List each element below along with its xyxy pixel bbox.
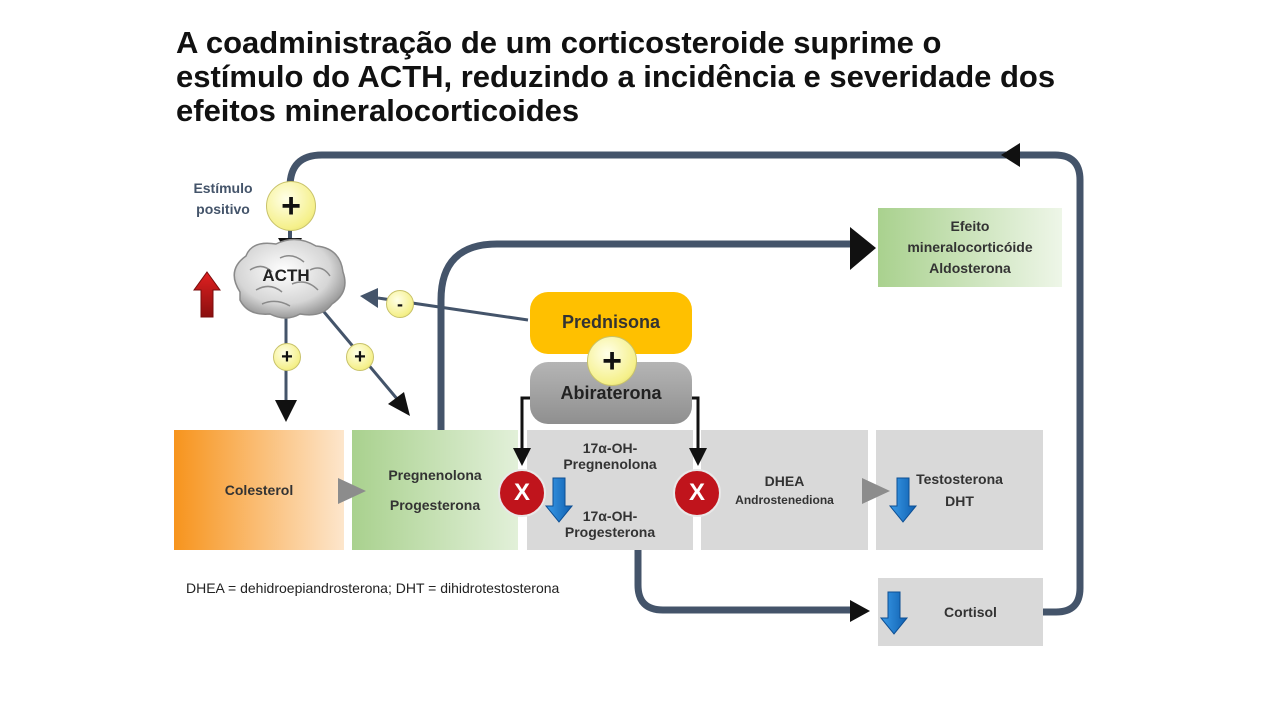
colesterol-box (174, 430, 344, 550)
testosterona-label: Testosterona DHT (876, 430, 1043, 550)
cortisol-label: Cortisol (878, 578, 1043, 646)
pregnenolona-plus-sign: + (346, 343, 374, 371)
efeito-line-3: Aldosterona (929, 260, 1011, 276)
feedback-arrowhead (1001, 143, 1020, 167)
dht-text: DHT (945, 493, 974, 509)
title-line-3: efeitos mineralocorticoides (176, 93, 580, 128)
decrease-arrow-icon-2 (888, 477, 918, 523)
efeito-label: Efeito mineralocorticóide Aldosterona (878, 208, 1062, 287)
blocker-x-1: X (498, 469, 546, 517)
oh-pregnenolona-line-1: 17α-OH- (582, 440, 638, 456)
brain-to-pregnenolona-arrowhead (388, 392, 410, 416)
feedback-loop-line (286, 151, 1084, 616)
cortisol-box (878, 578, 1043, 646)
dhea-text: DHEA (764, 473, 805, 489)
oh-progesterona-line-1: 17α-OH- (582, 508, 638, 524)
abiraterona-right-arrowhead (689, 448, 707, 466)
drug-combination-plus-sign: + (587, 336, 637, 386)
testosterona-text: Testosterona (916, 471, 1003, 487)
dhea-label: DHEA Androstenediona (701, 430, 868, 550)
pregnenolona-label: Pregnenolona Progesterona (352, 430, 518, 550)
cortisol-loop-line (634, 550, 852, 614)
page-title: A coadministração de um corticosteroide … (176, 26, 1136, 128)
mineralocorticoid-arrowhead (850, 227, 876, 270)
footnote: DHEA = dehidroepiandrosterona; DHT = dih… (186, 580, 560, 596)
brain-icon (233, 238, 346, 319)
acth-label: ACTH (262, 266, 310, 285)
oh-label: 17α-OH- Pregnenolona 17α-OH- Progesteron… (527, 430, 693, 550)
colesterol-plus-sign: + (273, 343, 301, 371)
blocker-x-2: X (673, 469, 721, 517)
efeito-line-1: Efeito (950, 218, 990, 234)
colesterol-label: Colesterol (174, 430, 344, 550)
flow-arrow-1 (338, 478, 366, 504)
decrease-arrow-icon-1 (544, 477, 574, 523)
stimulus-label-line-1: Estímulo (193, 180, 253, 196)
abiraterona-left-arrowhead (513, 448, 531, 466)
colesterol-text: Colesterol (224, 482, 294, 498)
efeito-box (878, 208, 1062, 287)
mineralocorticoid-loop-line (437, 240, 852, 430)
title-line-2: estímulo do ACTH, reduzindo a incidência… (176, 59, 1056, 94)
pregnenolona-text: Pregnenolona (388, 467, 482, 483)
abiraterona-left-bracket (520, 396, 532, 452)
decrease-arrow-icon-3 (879, 591, 909, 635)
flow-arrow-2 (862, 478, 890, 504)
inhibition-minus-sign: - (386, 290, 414, 318)
oh-pregnenolona-line-2: Pregnenolona (563, 456, 657, 472)
stimulus-label: Estímulo positivo (182, 178, 264, 220)
efeito-line-2: mineralocorticóide (907, 239, 1033, 255)
oh-progesterona-line-2: Progesterona (564, 524, 656, 540)
progesterona-text: Progesterona (389, 497, 481, 513)
pregnenolona-box (352, 430, 518, 550)
dhea-box (701, 430, 868, 550)
cortisol-arrowhead (850, 600, 870, 622)
increase-arrow-icon (193, 271, 221, 318)
cortisol-text: Cortisol (944, 604, 997, 620)
stimulus-plus-sign: + (266, 181, 316, 231)
prednisona-inhibition-arrowhead (360, 288, 378, 308)
title-line-1: A coadministração de um corticosteroide … (176, 25, 942, 60)
androstenediona-text: Androstenediona (735, 493, 834, 507)
stimulus-label-line-2: positivo (196, 201, 250, 217)
brain-to-colesterol-arrowhead (275, 400, 297, 422)
